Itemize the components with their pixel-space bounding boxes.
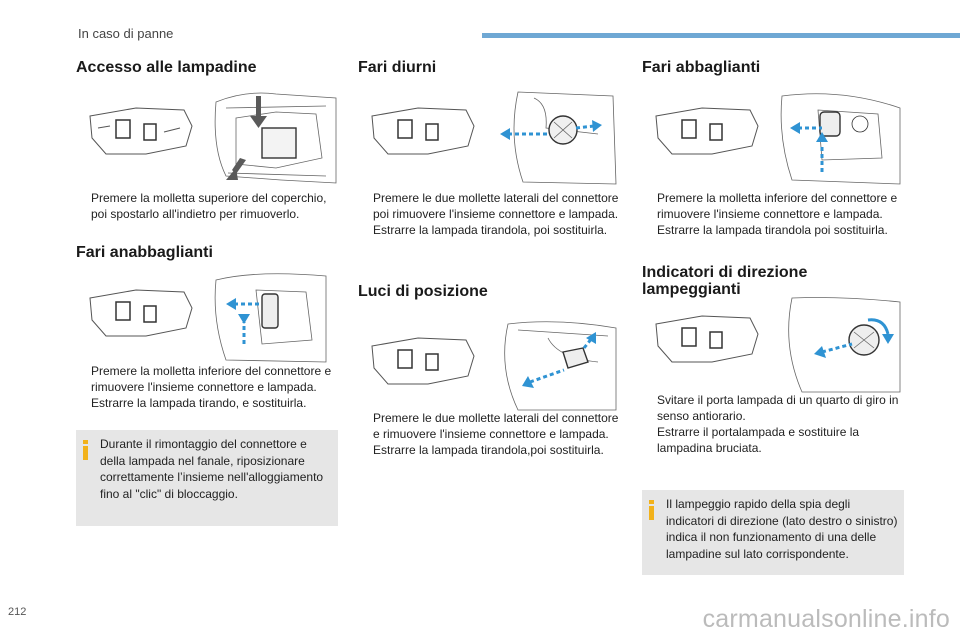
list-item: Premere la molletta inferiore del connet… [91, 364, 332, 394]
list-item: Premere le due mollette laterali del con… [373, 191, 619, 221]
header-accent-bar [482, 33, 960, 38]
note-box: Durante il rimontaggio del connettore e … [76, 430, 338, 526]
note-box: Il lampeggio rapido della spia degli ind… [642, 490, 904, 575]
steps-fari-anabbaglianti: Premere la molletta inferiore del connet… [76, 363, 338, 411]
note-text: Durante il rimontaggio del connettore e … [100, 437, 324, 501]
list-item: Svitare il porta lampada di un quarto di… [657, 393, 899, 423]
dipped-beam-bulb-illustration [76, 270, 338, 370]
section-title-fari-anabbaglianti: Fari anabbaglianti [76, 244, 213, 261]
section-title-accesso: Accesso alle lampadine [76, 59, 257, 76]
steps-fari-diurni: Premere le due mollette laterali del con… [358, 190, 620, 238]
section-title-fari-diurni: Fari diurni [358, 59, 437, 76]
list-item: Estrarre il portalampada e sostituire la… [657, 425, 860, 455]
header-title: In caso di panne [78, 26, 174, 41]
list-item: Estrarre la lampada tirandola,poi sostit… [373, 443, 604, 457]
steps-accesso: Premere la molletta superiore del coperc… [76, 190, 338, 222]
info-icon [649, 500, 654, 520]
sidelight-bulb-illustration [358, 318, 620, 418]
note-text: Il lampeggio rapido della spia degli ind… [666, 497, 898, 561]
steps-fari-abbaglianti: Premere la molletta inferiore del connet… [642, 190, 904, 238]
list-item: Estrarre la lampada tirandola poi sostit… [657, 223, 888, 237]
section-title-indicatori-di-direzione: Indicatori di direzione lampeggianti [642, 264, 808, 298]
steps-indicatori-di-direzione: Svitare il porta lampada di un quarto di… [642, 392, 904, 456]
section-title-luci-di-posizione: Luci di posizione [358, 283, 488, 300]
page-number: 212 [8, 606, 27, 618]
list-item: Estrarre la lampada tirandola, poi sosti… [373, 223, 608, 237]
section-title-fari-abbaglianti: Fari abbaglianti [642, 59, 761, 76]
watermark: carmanualsonline.info [702, 605, 950, 633]
indicator-bulb-illustration [642, 296, 904, 396]
headlamp-cover-removal-illustration [76, 88, 338, 188]
list-item: Premere le due mollette laterali del con… [373, 411, 619, 441]
list-item: Premere la molletta inferiore del connet… [657, 191, 898, 221]
main-beam-bulb-illustration [642, 88, 904, 188]
steps-luci-di-posizione: Premere le due mollette laterali del con… [358, 410, 620, 458]
list-item: Premere la molletta superiore del coperc… [91, 191, 327, 221]
daytime-light-bulb-illustration [358, 88, 620, 188]
list-item: Estrarre la lampada tirando, e sostituir… [91, 396, 307, 410]
info-icon [83, 440, 88, 460]
